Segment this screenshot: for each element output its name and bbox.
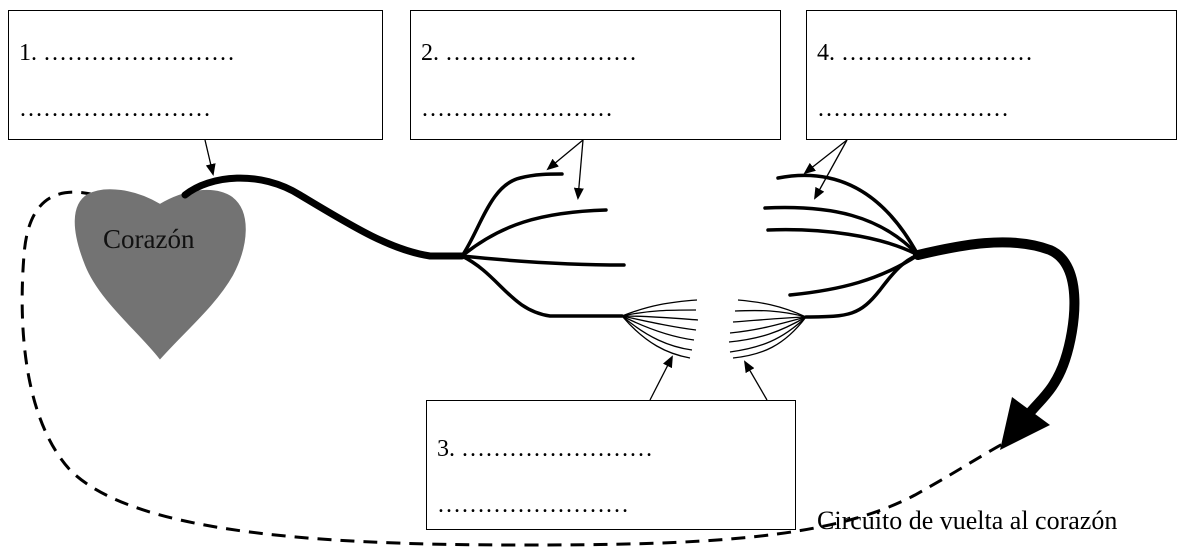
box-1-dots-1: …………………… (43, 40, 235, 66)
box-2-line-1: 2. …………………… (421, 41, 637, 65)
box-2-dots-1: …………………… (445, 40, 637, 66)
return-circuit-caption: Circuito de vuelta al corazón (817, 506, 1118, 535)
vein-branches (763, 173, 920, 319)
label-box-4: 4. …………………… …………………… (806, 10, 1177, 140)
vein-main (913, 237, 1080, 420)
return-circuit-dashed-line (20, 190, 1011, 547)
label-box-2: 2. …………………… …………………… (410, 10, 781, 140)
artery-branches (460, 172, 626, 318)
heart-label: Corazón (103, 224, 195, 254)
box-3-dots-1: …………………… (461, 436, 653, 462)
box-4-line-1: 4. …………………… (817, 41, 1033, 65)
box-3-line-1: 3. …………………… (437, 437, 653, 461)
artery-main (181, 174, 466, 260)
box-2-line-2: …………………… (421, 96, 613, 122)
arterial-capillaries (621, 299, 699, 359)
box-1-line-1: 1. …………………… (19, 41, 235, 65)
heart-shape (74, 189, 246, 360)
vein-arrowhead (1000, 397, 1050, 450)
box-4-number: 4. (817, 40, 835, 66)
box-2-number: 2. (421, 40, 439, 66)
box-4-dots-1: …………………… (841, 40, 1033, 66)
box-1-line-2: …………………… (19, 96, 211, 122)
label-box-1: 1. …………………… …………………… (8, 10, 383, 140)
venous-capillaries (728, 299, 807, 359)
box-3-number: 3. (437, 436, 455, 462)
box-1-number: 1. (19, 40, 37, 66)
box-3-line-2: …………………… (437, 492, 629, 518)
label-box-3: 3. …………………… …………………… (426, 400, 796, 530)
pointer-arrows (204, 139, 848, 401)
box-4-line-2: …………………… (817, 96, 1009, 122)
